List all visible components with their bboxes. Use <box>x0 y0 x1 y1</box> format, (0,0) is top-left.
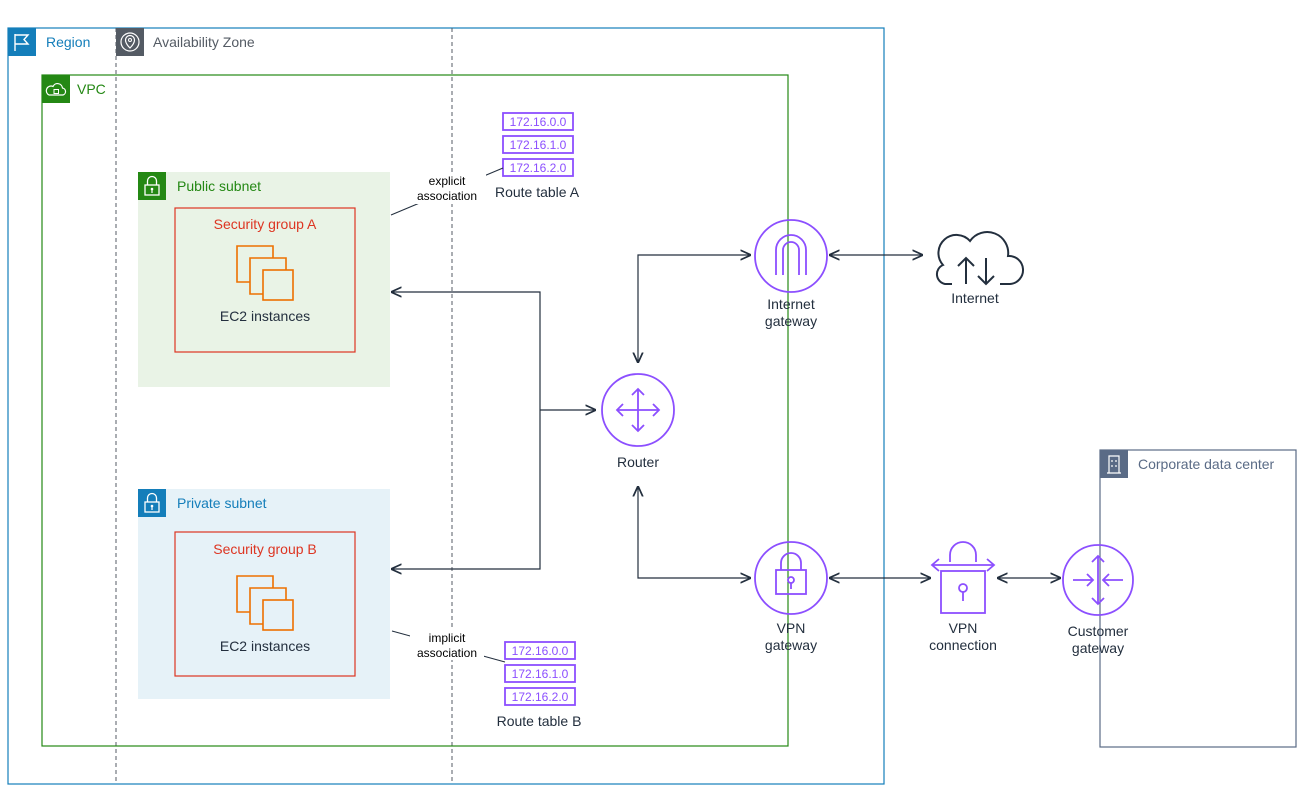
router-vpn-gateway-arrow <box>638 487 750 578</box>
lock-icon <box>138 172 166 200</box>
vpc-label: VPC <box>77 81 106 97</box>
ec2-instances-a-label: EC2 instances <box>220 308 310 324</box>
public-subnet-area <box>138 172 390 387</box>
vpn-connection-icon <box>930 541 996 614</box>
lock-icon <box>138 489 166 517</box>
route-table-a-label: Route table A <box>495 184 580 200</box>
route-a-entry-2: 172.16.1.0 <box>510 138 567 152</box>
private-subnet-to-router-connector <box>392 410 541 569</box>
private-subnet-label: Private subnet <box>177 495 267 511</box>
flag-icon <box>8 28 36 56</box>
security-group-b-border <box>174 531 356 677</box>
corporate-data-center-border <box>1099 449 1297 748</box>
implicit-association-label-bg <box>410 630 484 660</box>
ec2-instances-icon <box>236 245 294 301</box>
public-subnet-label: Public subnet <box>177 178 261 194</box>
route-table-b: 172.16.0.0 172.16.1.0 172.16.2.0 Route t… <box>497 641 582 729</box>
internet-gateway-label-line1: Internet <box>767 296 815 312</box>
customer-gateway-label-line1: Customer <box>1068 623 1129 639</box>
vpn-connection-label-line1: VPN <box>949 620 978 636</box>
vpc-border <box>41 74 789 747</box>
router-internet-gateway-arrow <box>638 255 750 362</box>
explicit-association-label-bg <box>412 174 486 204</box>
customer-gateway-label-line2: gateway <box>1072 640 1124 656</box>
customer-gateway-icon <box>1062 544 1134 616</box>
router-icon <box>601 373 675 447</box>
security-group-a-label: Security group A <box>214 216 317 232</box>
region-label: Region <box>46 34 90 50</box>
corporate-data-center-label: Corporate data center <box>1138 456 1275 472</box>
private-subnet-area <box>138 489 390 699</box>
route-b-entry-2: 172.16.1.0 <box>512 667 569 681</box>
vpn-gateway-label-line1: VPN <box>777 620 806 636</box>
route-table-a-routes <box>502 112 574 177</box>
public-subnet-group: Public subnet Security group A EC2 insta… <box>138 172 390 387</box>
location-pin-icon <box>116 28 144 56</box>
implicit-association-line1: implicit <box>429 631 466 645</box>
route-b-entry-3: 172.16.2.0 <box>512 690 569 704</box>
internet-label: Internet <box>951 290 999 306</box>
region-border <box>7 27 885 785</box>
route-table-b-routes <box>504 641 576 706</box>
security-group-b-label: Security group B <box>213 541 317 557</box>
private-subnet-group: Private subnet Security group B EC2 inst… <box>138 489 390 699</box>
internet-gateway-label-line2: gateway <box>765 313 817 329</box>
corporate-data-center-group: Corporate data center <box>1099 449 1297 748</box>
vpn-gateway-lock-icon <box>754 541 828 615</box>
internet-gateway-icon <box>754 219 828 293</box>
router-label: Router <box>617 454 659 470</box>
implicit-association-line2: association <box>417 646 477 660</box>
route-table-b-label: Route table B <box>497 713 582 729</box>
cloud-upload-download-icon <box>935 231 1025 286</box>
ec2-instances-icon <box>236 575 294 631</box>
region-group: Region <box>7 27 885 785</box>
cloud-lock-icon <box>42 75 70 103</box>
ec2-instances-b-label: EC2 instances <box>220 638 310 654</box>
route-table-a: 172.16.0.0 172.16.1.0 172.16.2.0 Route t… <box>495 112 580 200</box>
route-a-entry-1: 172.16.0.0 <box>510 115 567 129</box>
vpn-connection-label-line2: connection <box>929 637 997 653</box>
connectors <box>392 255 1060 578</box>
vpc-group: VPC <box>41 74 789 747</box>
explicit-association-line2: association <box>417 189 477 203</box>
route-b-entry-1: 172.16.0.0 <box>512 644 569 658</box>
route-a-entry-3: 172.16.2.0 <box>510 161 567 175</box>
availability-zone-label: Availability Zone <box>153 34 255 50</box>
explicit-association-line1: explicit <box>429 174 466 188</box>
building-icon <box>1100 450 1128 478</box>
public-subnet-to-router-connector <box>392 292 541 410</box>
security-group-a-border <box>174 207 356 353</box>
vpn-gateway-label-line2: gateway <box>765 637 817 653</box>
